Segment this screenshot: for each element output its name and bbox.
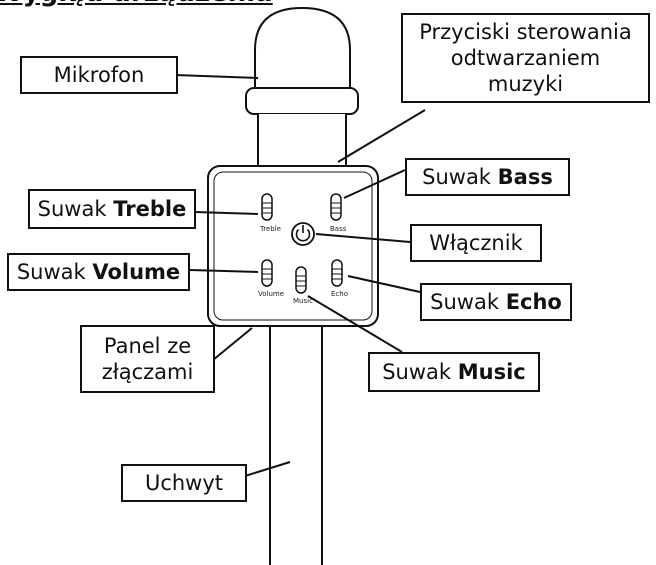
callout-treble: Suwak Treble: [28, 189, 196, 229]
slider-volume: Volume: [258, 259, 284, 298]
microphone-ring: [245, 87, 359, 115]
callout-przyciski-line-3: muzyki: [487, 72, 564, 96]
leader-przyciski: [337, 109, 426, 163]
callout-przyciski-line-1: Przyciski sterowania: [419, 20, 632, 44]
callout-volume-prefix: Suwak: [16, 260, 86, 284]
callout-echo-prefix: Suwak: [430, 290, 499, 314]
microphone-grille: [254, 6, 351, 89]
leader-uchwyt: [244, 461, 291, 477]
callout-uchwyt-text: Uchwyt: [144, 471, 224, 495]
control-panel-inner: [213, 171, 373, 321]
callout-volume: Suwak Volume: [7, 253, 190, 291]
device-label-treble: Treble: [259, 225, 281, 233]
device-label-bass: Bass: [330, 225, 347, 233]
device-label-music: Music: [293, 297, 313, 305]
slider-bass: Bass: [330, 193, 347, 233]
slider-music: Music: [293, 266, 313, 305]
callout-treble-name: Treble: [113, 197, 187, 221]
device-label-echo: Echo: [331, 290, 348, 298]
callout-music-prefix: Suwak: [382, 360, 452, 384]
callout-panel: Panel ze złączami: [80, 325, 215, 393]
leader-volume: [189, 269, 259, 273]
device-label-volume: Volume: [258, 290, 284, 298]
callout-bass-prefix: Suwak: [422, 165, 491, 189]
callout-wlacznik: Włącznik: [410, 224, 542, 262]
callout-treble-prefix: Suwak: [37, 197, 107, 221]
callout-bass: Suwak Bass: [405, 158, 570, 196]
callout-mikrofon-text: Mikrofon: [53, 63, 145, 87]
leader-bass: [343, 169, 406, 199]
callout-mikrofon: Mikrofon: [20, 56, 178, 94]
leader-music: [307, 295, 403, 353]
leader-wlacznik: [315, 233, 411, 243]
callout-music: Suwak Music: [368, 352, 540, 392]
callout-echo-name: Echo: [505, 290, 562, 314]
slider-treble: Treble: [259, 193, 281, 233]
callout-music-name: Music: [457, 360, 526, 384]
callout-bass-name: Bass: [497, 165, 553, 189]
microphone-neck: [257, 114, 347, 169]
power-icon: [291, 222, 315, 246]
callout-panel-line-2: złączami: [101, 360, 194, 384]
leader-echo: [347, 275, 421, 293]
callout-panel-line-1: Panel ze: [103, 334, 192, 358]
callout-przyciski-line-2: odtwarzaniem: [450, 46, 601, 70]
slider-echo: Echo: [331, 259, 348, 298]
page-title: Wygląd urządzenia: [0, 0, 273, 8]
callout-przyciski: Przyciski sterowania odtwarzaniem muzyki: [401, 13, 650, 103]
callout-volume-name: Volume: [92, 260, 181, 284]
callout-uchwyt: Uchwyt: [121, 464, 247, 502]
leader-treble: [194, 211, 259, 215]
callout-wlacznik-text: Włącznik: [429, 231, 523, 255]
leader-mikrofon: [174, 74, 259, 79]
leader-panel: [212, 327, 253, 361]
callout-echo: Suwak Echo: [420, 283, 572, 321]
